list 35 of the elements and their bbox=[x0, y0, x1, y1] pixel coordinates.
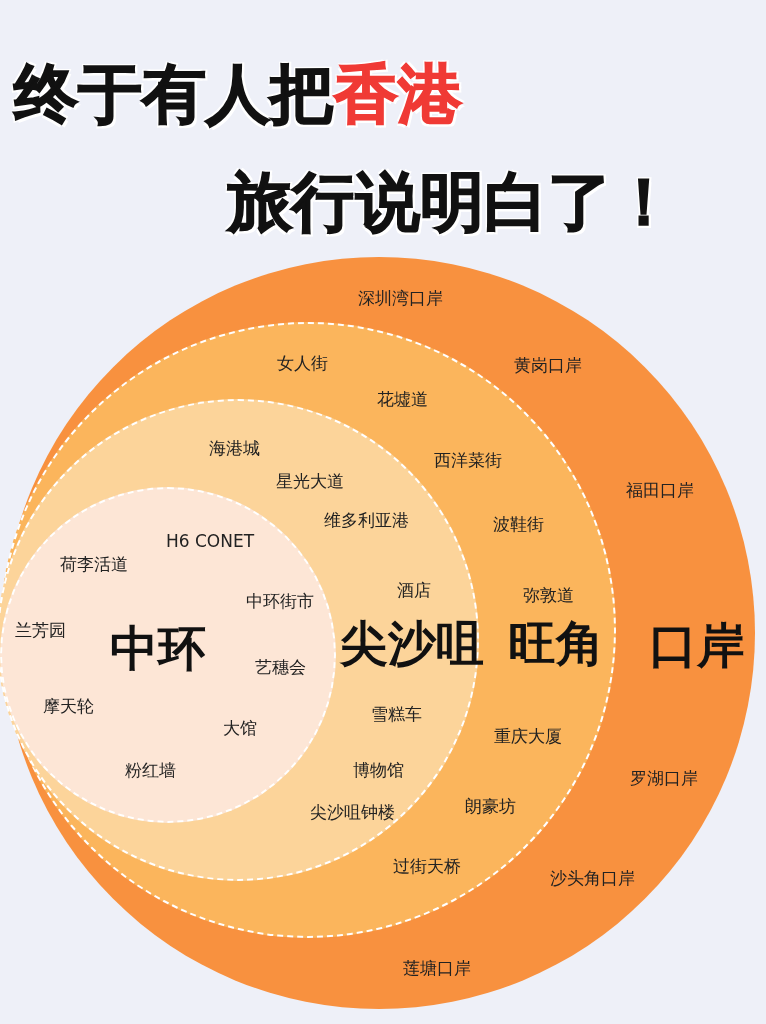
place-label: 过街天桥 bbox=[393, 856, 461, 876]
place-label: 星光大道 bbox=[276, 471, 344, 491]
place-label: 重庆大厦 bbox=[494, 726, 562, 746]
place-label: 尖沙咀钟楼 bbox=[309, 802, 395, 822]
place-label: 黄岗口岸 bbox=[514, 355, 582, 375]
place-label: 博物馆 bbox=[352, 760, 404, 780]
place-label: 波鞋街 bbox=[492, 514, 544, 534]
place-label: 中环街市 bbox=[246, 591, 314, 611]
place-label: 弥敦道 bbox=[522, 585, 574, 605]
place-label: 福田口岸 bbox=[626, 480, 694, 500]
zone-label: 旺角 bbox=[508, 619, 604, 667]
place-label: 朗豪坊 bbox=[464, 796, 516, 816]
place-label: 兰芳园 bbox=[14, 620, 66, 640]
place-label: 女人街 bbox=[276, 353, 328, 373]
zone-label: 口岸 bbox=[649, 621, 745, 669]
place-label: 维多利亚港 bbox=[323, 510, 409, 530]
place-label: 粉红墙 bbox=[124, 760, 176, 780]
place-label: 荷李活道 bbox=[60, 554, 128, 574]
title: 旅行说明白了！ bbox=[228, 170, 676, 234]
place-label: 海港城 bbox=[208, 438, 260, 458]
place-label: 酒店 bbox=[397, 580, 431, 600]
place-label: 艺穗会 bbox=[254, 657, 306, 677]
place-label: 莲塘口岸 bbox=[403, 958, 471, 978]
place-label: 西洋菜街 bbox=[434, 450, 502, 470]
place-label: 大馆 bbox=[223, 718, 257, 738]
place-label: 摩天轮 bbox=[42, 696, 94, 716]
place-label: H6 CONET bbox=[165, 531, 255, 551]
place-label: 深圳湾口岸 bbox=[357, 288, 443, 308]
zone-label: 尖沙咀 bbox=[340, 619, 484, 667]
place-label: 罗湖口岸 bbox=[630, 768, 698, 788]
zone-label: 中环 bbox=[110, 624, 206, 672]
place-label: 雪糕车 bbox=[370, 704, 422, 724]
title: 终于有人把香港 bbox=[14, 62, 462, 126]
place-label: 沙头角口岸 bbox=[549, 868, 635, 888]
place-label: 花墟道 bbox=[376, 389, 428, 409]
